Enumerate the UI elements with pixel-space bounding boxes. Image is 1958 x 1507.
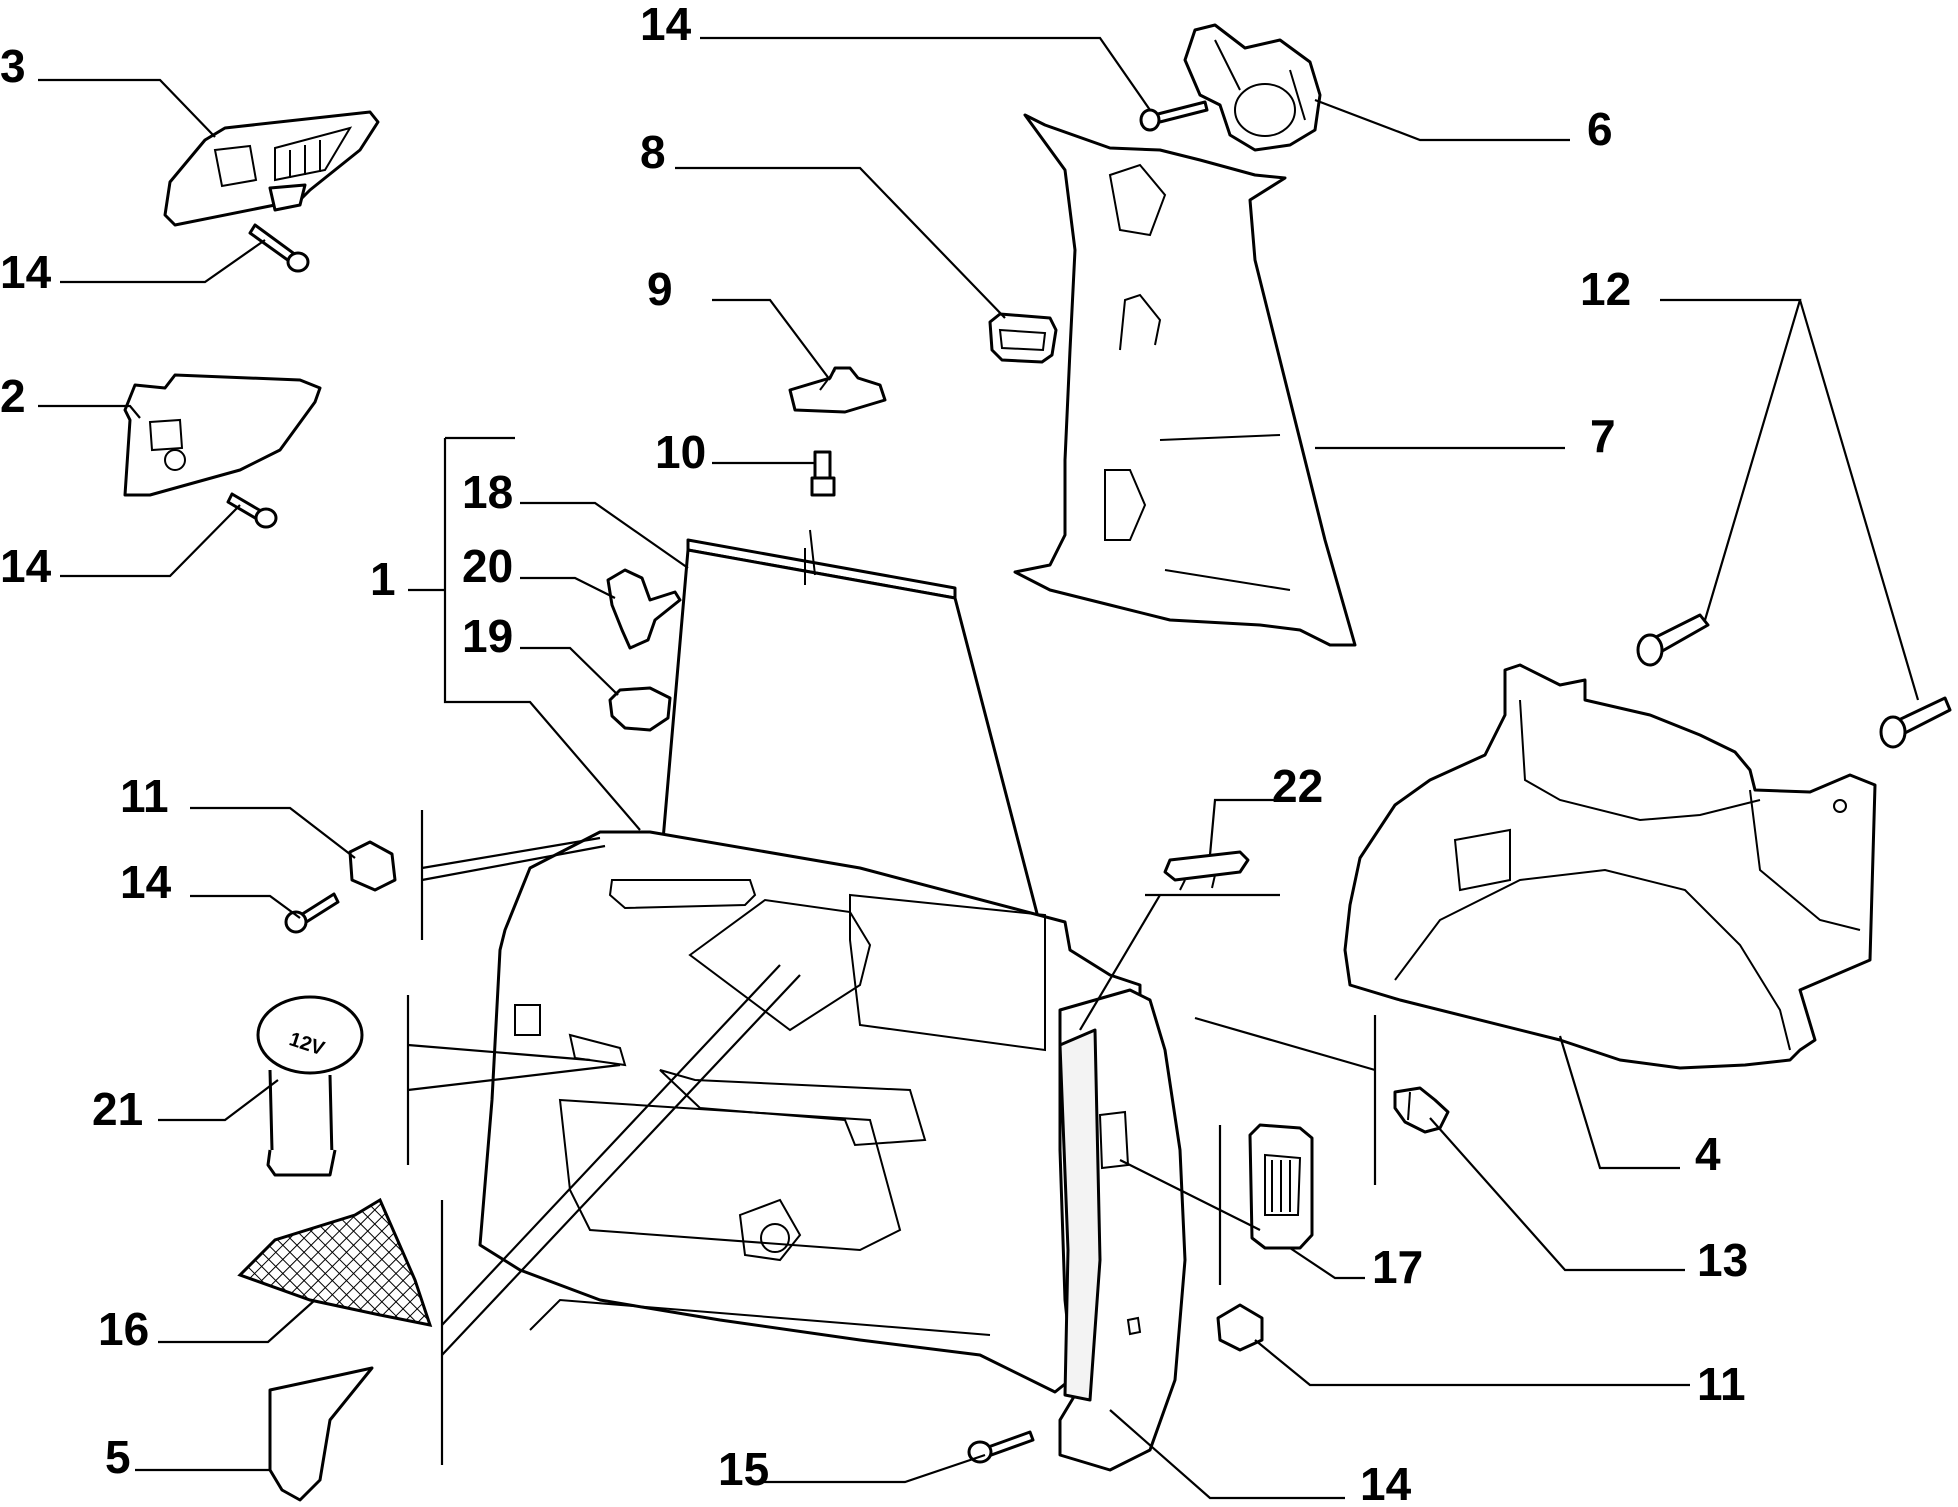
callout-16: 14 <box>1360 1458 1412 1507</box>
part-13-push-clip <box>1393 1086 1450 1134</box>
callout-1: 1 <box>370 553 396 605</box>
part-10-bolt <box>810 450 836 497</box>
part-12-push-pin-b <box>1879 696 1952 749</box>
part-18-cap <box>608 686 672 732</box>
callout-labels: 3 14 2 14 14 6 8 9 10 12 7 18 20 1 19 11… <box>0 0 1748 1507</box>
leader-lines <box>38 36 1920 1500</box>
callout-14-d: 14 <box>120 856 172 908</box>
callout-21: 17 <box>1372 1241 1423 1293</box>
callout-11-a: 11 <box>120 770 169 822</box>
callout-2: 2 <box>0 370 26 422</box>
part-11-clip-b <box>1216 1303 1264 1352</box>
callout-14-a: 14 <box>0 246 52 298</box>
screw-14-d <box>284 892 340 934</box>
callout-12: 12 <box>1580 263 1631 315</box>
part-17-cargo-blind <box>661 529 1042 927</box>
part-22-clip <box>1163 850 1250 891</box>
part-3-upper-trim-cover <box>163 110 380 227</box>
part-12-push-pin-a <box>1636 613 1710 667</box>
part-8-button <box>988 312 1058 364</box>
part-2-lower-trim-cover <box>123 373 322 497</box>
callout-10: 10 <box>655 426 706 478</box>
callout-19: 20 <box>462 540 513 592</box>
callout-14-b: 14 <box>0 540 52 592</box>
callout-13: 13 <box>1697 1234 1748 1286</box>
part-5-corner-trim <box>268 1366 374 1502</box>
part-4-wheel-arch-trim <box>1343 663 1877 1070</box>
callout-18: 19 <box>462 610 513 662</box>
callout-22: 22 <box>1272 760 1323 812</box>
screw-14-e <box>967 1430 1035 1464</box>
callout-9: 9 <box>647 263 673 315</box>
callout-20: 21 <box>92 1083 143 1135</box>
callout-14-c: 14 <box>640 0 692 50</box>
callout-8: 8 <box>640 126 666 178</box>
callout-5: 5 <box>105 1431 131 1483</box>
part-1-side-panel <box>478 830 1142 1394</box>
part-7-pillar-trim <box>1013 113 1357 647</box>
callout-3: 3 <box>0 40 26 92</box>
screw-14-c <box>1139 100 1209 132</box>
part-6-bracket <box>1183 23 1322 152</box>
part-20-12v-socket: 12V <box>256 995 364 1177</box>
screw-14-b <box>226 492 278 529</box>
part-11-clip-a <box>348 840 397 892</box>
part-15-cargo-net <box>237 1197 433 1327</box>
part-9-clip <box>788 366 887 414</box>
callout-7: 7 <box>1590 410 1616 462</box>
callout-4: 4 <box>1695 1128 1721 1180</box>
callout-17: 18 <box>462 466 513 518</box>
callout-6: 6 <box>1587 103 1613 155</box>
callout-14-e: 15 <box>718 1443 769 1495</box>
part-21-vent-grille <box>1248 1123 1314 1250</box>
part-16-lower-pillar-trim <box>1058 988 1187 1472</box>
screw-14-a <box>248 223 310 273</box>
callout-15: 16 <box>98 1303 149 1355</box>
part-19-clip <box>606 568 682 650</box>
callout-11-b: 11 <box>1697 1358 1746 1410</box>
